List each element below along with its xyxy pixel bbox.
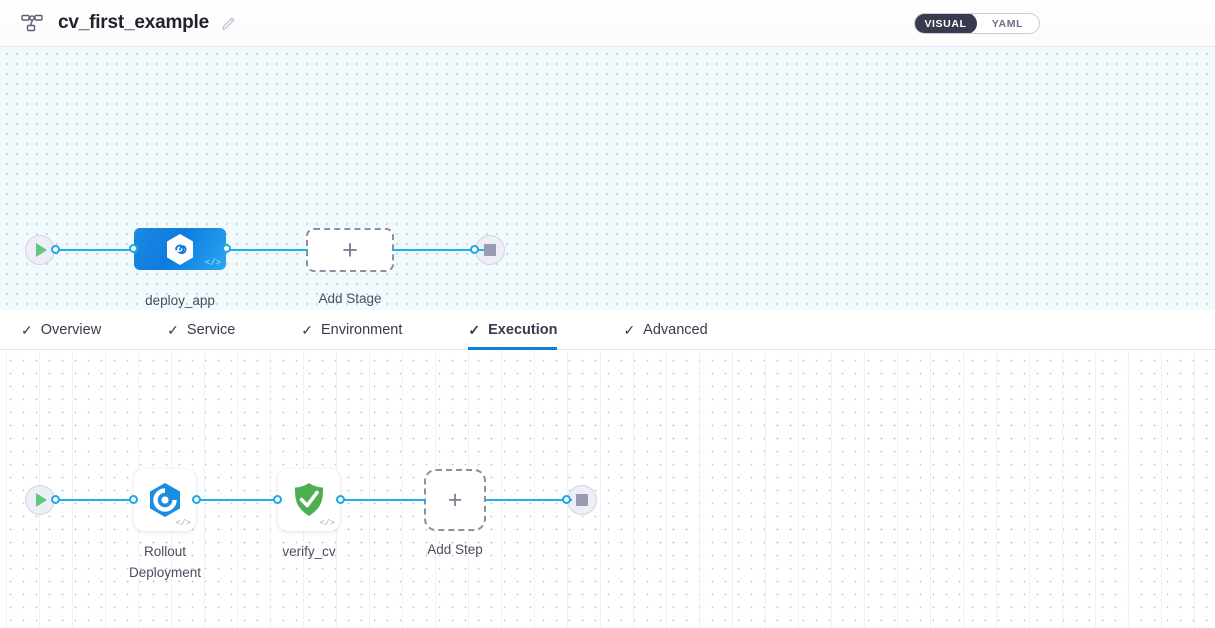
edge-rollout-to-verify bbox=[198, 499, 280, 501]
play-triangle bbox=[36, 493, 47, 507]
pencil-edit-icon[interactable] bbox=[220, 14, 238, 32]
tab-label: Service bbox=[186, 321, 236, 338]
pipeline-stage-canvas[interactable]: </> deploy_app + Add Stage bbox=[0, 47, 1215, 310]
stage-node-label: deploy_app bbox=[145, 293, 215, 308]
plus-icon: + bbox=[342, 234, 358, 265]
play-triangle bbox=[36, 243, 47, 257]
step-node-label: Rollout Deployment bbox=[128, 544, 202, 580]
rollout-output-port[interactable] bbox=[192, 495, 201, 504]
edge-start-to-rollout bbox=[54, 499, 136, 501]
verify-output-port[interactable] bbox=[336, 495, 345, 504]
execution-step-canvas[interactable]: </> Rollout Deployment </> verify_cv + A… bbox=[0, 350, 1215, 628]
step-node-verify-cv[interactable]: </> verify_cv bbox=[273, 469, 345, 559]
step-start-node[interactable] bbox=[25, 485, 60, 515]
end-input-port[interactable] bbox=[562, 495, 571, 504]
start-output-port[interactable] bbox=[51, 245, 60, 254]
stop-icon bbox=[567, 485, 597, 515]
add-stage-box[interactable]: + bbox=[306, 228, 394, 272]
code-badge-icon[interactable]: </> bbox=[319, 518, 335, 528]
stage-config-tabs[interactable]: ✓ Overview ✓ Service ✓ Environment ✓ Exe… bbox=[0, 310, 1215, 350]
pipeline-hierarchy-icon bbox=[21, 12, 43, 34]
toggle-option-visual[interactable]: VISUAL bbox=[915, 14, 977, 33]
code-badge-icon[interactable]: </> bbox=[175, 518, 191, 528]
tab-advanced[interactable]: ✓ Advanced bbox=[623, 310, 729, 349]
edge-deploy-to-addstage bbox=[222, 249, 308, 251]
step-node-rollout-deployment[interactable]: </> Rollout Deployment bbox=[129, 469, 201, 580]
stage-node-deploy-app[interactable]: </> deploy_app bbox=[129, 228, 231, 308]
add-stage-label: Add Stage bbox=[318, 291, 382, 306]
stage-card[interactable]: </> bbox=[134, 228, 226, 270]
add-step-box[interactable]: + bbox=[424, 469, 486, 531]
toggle-option-yaml[interactable]: YAML bbox=[991, 17, 1024, 30]
stage-start-node[interactable] bbox=[25, 235, 60, 265]
check-icon: ✓ bbox=[468, 321, 481, 338]
tab-service[interactable]: ✓ Service bbox=[167, 310, 257, 349]
stop-icon bbox=[475, 235, 505, 265]
start-output-port[interactable] bbox=[51, 495, 60, 504]
tab-label: Overview bbox=[40, 321, 102, 338]
stage-end-node[interactable] bbox=[470, 235, 505, 265]
add-stage-button[interactable]: + Add Stage bbox=[306, 228, 394, 306]
tab-environment[interactable]: ✓ Environment bbox=[301, 310, 424, 349]
add-step-label: Add Step bbox=[427, 542, 483, 557]
step-card[interactable]: </> bbox=[134, 469, 196, 531]
harness-cd-hexagon-icon bbox=[167, 233, 193, 265]
tab-label: Advanced bbox=[643, 321, 708, 338]
step-end-node[interactable] bbox=[562, 485, 597, 515]
plus-icon: + bbox=[447, 485, 463, 514]
verify-input-port[interactable] bbox=[273, 495, 282, 504]
deploy-input-port[interactable] bbox=[129, 244, 138, 253]
step-card[interactable]: </> bbox=[278, 469, 340, 531]
green-shield-check-icon bbox=[295, 483, 323, 516]
k8s-rollout-hexagon-icon bbox=[150, 483, 180, 517]
check-icon: ✓ bbox=[167, 321, 179, 338]
deploy-output-port[interactable] bbox=[222, 244, 231, 253]
tab-execution[interactable]: ✓ Execution bbox=[468, 310, 579, 350]
edge-addstage-to-end bbox=[392, 249, 484, 251]
stop-square bbox=[576, 494, 588, 506]
app-header: cv_first_example VISUAL YAML bbox=[0, 0, 1215, 47]
tab-overview[interactable]: ✓ Overview bbox=[21, 310, 123, 349]
step-node-label: verify_cv bbox=[282, 544, 336, 559]
end-input-port[interactable] bbox=[470, 245, 479, 254]
code-badge-icon[interactable]: </> bbox=[204, 258, 221, 268]
tab-label: Execution bbox=[488, 321, 558, 338]
tab-label: Environment bbox=[321, 321, 403, 338]
edge-start-to-deploy bbox=[54, 249, 138, 251]
check-icon: ✓ bbox=[623, 321, 636, 338]
edge-addstep-to-end bbox=[486, 499, 572, 501]
edge-verify-to-addstep bbox=[342, 499, 426, 501]
page-title: cv_first_example bbox=[58, 12, 210, 33]
check-icon: ✓ bbox=[21, 321, 33, 338]
check-icon: ✓ bbox=[301, 321, 313, 338]
rollout-input-port[interactable] bbox=[129, 495, 138, 504]
view-mode-toggle[interactable]: VISUAL YAML bbox=[914, 13, 1040, 34]
add-step-button[interactable]: + Add Step bbox=[424, 469, 486, 557]
stop-square bbox=[484, 244, 496, 256]
